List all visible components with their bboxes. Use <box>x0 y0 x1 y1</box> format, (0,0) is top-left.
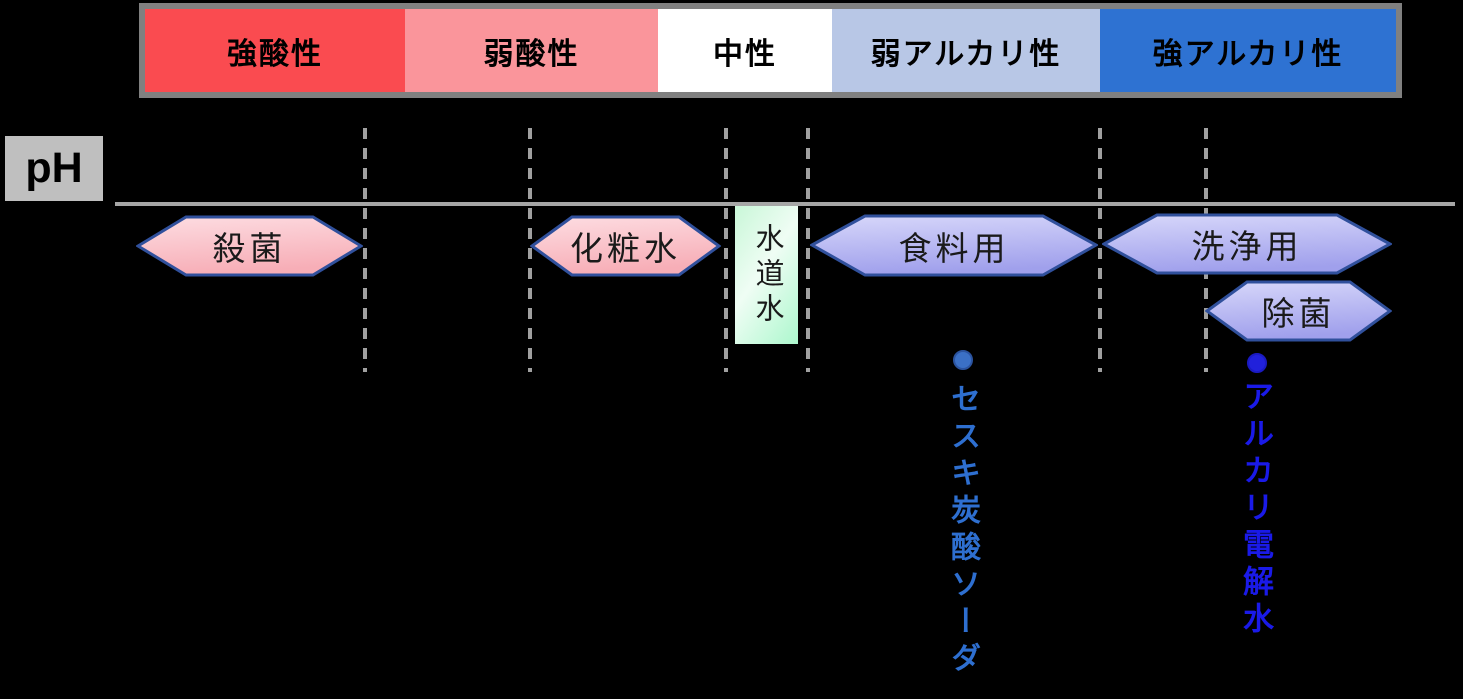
ph-tick-line-5 <box>1098 128 1102 372</box>
sterilization-hexagon-shape <box>136 215 363 277</box>
annotation-alkaline-electrolyzed-water: アルカリ電解水 <box>1238 380 1273 639</box>
badge-tap-water: 水道水 <box>735 206 798 344</box>
segment-neutral: 中性 <box>658 9 832 92</box>
food-use-hexagon-shape <box>810 214 1098 277</box>
annotation-sesqui-soda: セスキ炭酸ソーダ <box>946 383 979 679</box>
ph-tick-line-4 <box>806 128 810 372</box>
badge-cleaning-use: 洗浄用 <box>1102 213 1392 275</box>
badge-food-use: 食料用 <box>810 214 1098 277</box>
ph-axis-line <box>115 202 1455 206</box>
lotion-hexagon-shape <box>530 215 721 277</box>
ph-tick-line-1 <box>363 128 367 372</box>
segment-strong-alkaline: 強アルカリ性 <box>1100 9 1396 92</box>
ph-classification-bar: 強酸性 弱酸性 中性 弱アルカリ性 強アルカリ性 <box>139 3 1402 98</box>
ph-tick-line-2 <box>528 128 532 372</box>
badge-tap-water-label: 水道水 <box>751 222 783 328</box>
badge-lotion: 化粧水 <box>530 215 721 277</box>
bullet-dot-alkaline-water <box>1247 353 1267 373</box>
ph-tick-line-3 <box>724 128 728 372</box>
segment-weak-alkaline: 弱アルカリ性 <box>832 9 1100 92</box>
cleaning-use-hexagon-shape <box>1102 213 1392 275</box>
badge-disinfection: 除菌 <box>1205 280 1392 342</box>
bullet-dot-sesqui <box>953 350 973 370</box>
segment-strong-acid: 強酸性 <box>145 9 405 92</box>
disinfection-hexagon-shape <box>1205 280 1392 342</box>
ph-axis-label: pH <box>5 136 103 201</box>
badge-sterilization: 殺菌 <box>136 215 363 277</box>
segment-weak-acid: 弱酸性 <box>405 9 658 92</box>
